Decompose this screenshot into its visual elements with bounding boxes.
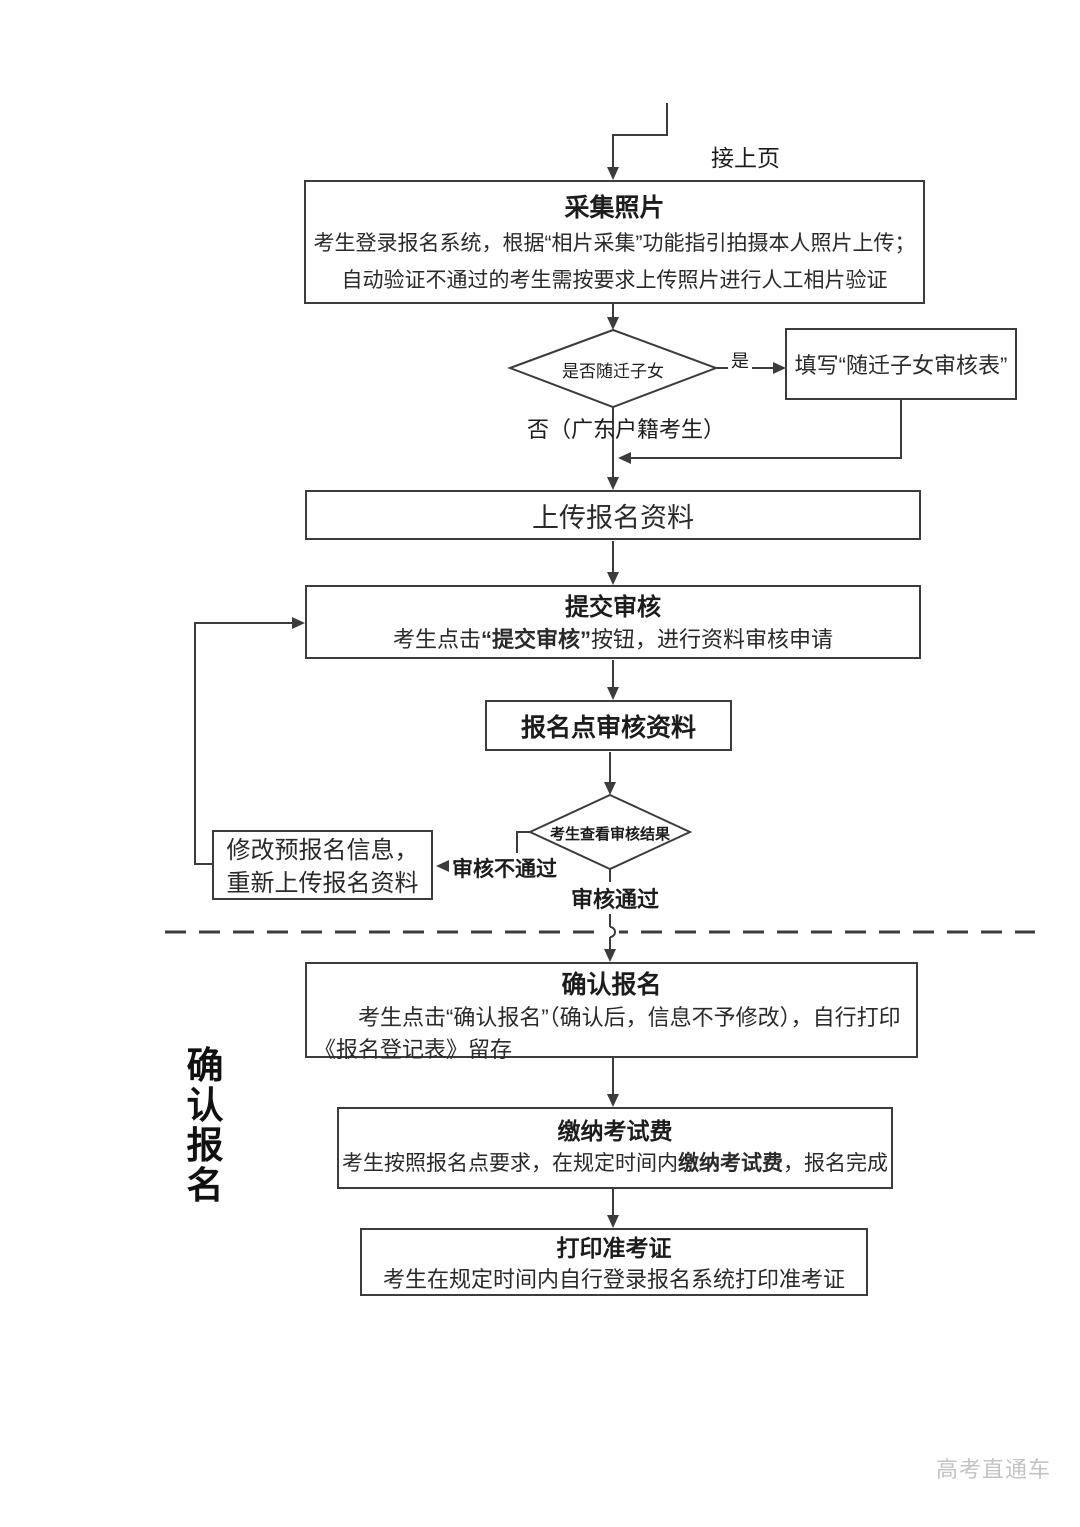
flow-step-collect-photo: 采集照片 考生登录报名系统，根据“相片采集”功能指引拍摄本人照片上传； 自动验证… [304, 180, 925, 304]
diamond-migrant-decision [507, 328, 719, 409]
review-fail-label: 审核不通过 [449, 853, 560, 883]
submit-review-body: 考生点击“提交审核”按钮，进行资料审核申请 [307, 624, 919, 656]
pay-fee-body-bold: 缴纳考试费 [678, 1152, 783, 1175]
collect-photo-line1: 考生登录报名系统，根据“相片采集”功能指引拍摄本人照片上传； [313, 232, 916, 255]
flow-step-print-ticket: 打印准考证 考生在规定时间内自行登录报名系统打印准考证 [360, 1228, 868, 1296]
site-review-label: 报名点审核资料 [520, 713, 696, 742]
section-label-confirm-registration: 确认报名 [186, 1045, 224, 1206]
upload-materials-label: 上传报名资料 [532, 502, 694, 533]
confirm-registration-body: 考生点击“确认报名”（确认后，信息不予修改），自行打印《报名登记表》留存 [314, 1005, 901, 1062]
pay-fee-body-pre: 考生按照报名点要求，在规定时间内 [342, 1152, 678, 1175]
modify-info-line2: 重新上传报名资料 [226, 870, 419, 897]
flow-step-modify-info: 修改预报名信息， 重新上传报名资料 [212, 830, 433, 900]
submit-review-body-bold: “提交审核” [480, 627, 591, 652]
flow-step-pay-fee: 缴纳考试费 考生按照报名点要求，在规定时间内缴纳考试费，报名完成 [337, 1107, 893, 1189]
flow-step-upload-materials: 上传报名资料 [305, 490, 921, 540]
flow-step-submit-review: 提交审核 考生点击“提交审核”按钮，进行资料审核申请 [305, 585, 921, 659]
modify-info-line1: 修改预报名信息， [226, 837, 419, 864]
arrowhead-loop-right [292, 617, 305, 629]
confirm-registration-title: 确认报名 [561, 971, 662, 999]
connector-modify-loop [194, 622, 292, 865]
migrant-decision-no-label: 否（广东户籍考生） [527, 417, 726, 442]
migrant-form-label: 填写“随迁子女审核表” [794, 353, 1008, 378]
arrowhead-into-collect [607, 167, 619, 180]
flow-step-site-review: 报名点审核资料 [485, 700, 732, 751]
review-result-question: 考生查看审核结果 [549, 826, 670, 843]
continued-from-previous-page-label: 接上页 [711, 145, 780, 171]
arrowhead-into-result [604, 782, 616, 795]
pay-fee-body: 考生按照报名点要求，在规定时间内缴纳考试费，报名完成 [339, 1147, 891, 1180]
arrowhead-yes [773, 362, 786, 374]
arrowhead-into-site-review [607, 687, 619, 700]
collect-photo-line2: 自动验证不通过的考生需按要求上传照片进行人工相片验证 [341, 269, 888, 292]
watermark-gaokao-zhitongche: 高考直通车 [936, 1457, 1052, 1482]
pay-fee-title: 缴纳考试费 [557, 1118, 673, 1144]
arrowhead-into-submit [607, 572, 619, 585]
connector-from-previous-page [612, 103, 668, 168]
print-ticket-title: 打印准考证 [556, 1235, 672, 1261]
submit-review-title: 提交审核 [565, 594, 661, 621]
connector-hop-arc [609, 926, 616, 938]
arrowhead-fail-left [436, 860, 449, 872]
print-ticket-body: 考生在规定时间内自行登录报名系统打印准考证 [382, 1267, 845, 1292]
diamond-review-result [527, 793, 693, 871]
review-pass-label: 审核通过 [568, 882, 663, 914]
submit-review-body-pre: 考生点击 [392, 627, 481, 652]
arrowhead-into-upload [607, 477, 619, 490]
arrowhead-into-print [607, 1215, 619, 1228]
submit-review-body-post: 按钮，进行资料审核申请 [591, 627, 834, 652]
flow-step-confirm-registration: 确认报名 考生点击“确认报名”（确认后，信息不予修改），自行打印《报名登记表》留… [305, 962, 918, 1062]
collect-photo-title: 采集照片 [564, 194, 665, 222]
migrant-decision-yes-label: 是 [728, 347, 752, 373]
arrowhead-into-decision [607, 317, 619, 330]
connector-form-merge [631, 400, 902, 459]
arrowhead-merge-left [618, 452, 631, 464]
flow-step-migrant-form: 填写“随迁子女审核表” [785, 328, 1017, 400]
pay-fee-body-post: ，报名完成 [783, 1152, 888, 1175]
arrowhead-into-pay [607, 1094, 619, 1107]
migrant-decision-question: 是否随迁子女 [562, 362, 664, 381]
arrowhead-into-confirm [604, 949, 616, 962]
